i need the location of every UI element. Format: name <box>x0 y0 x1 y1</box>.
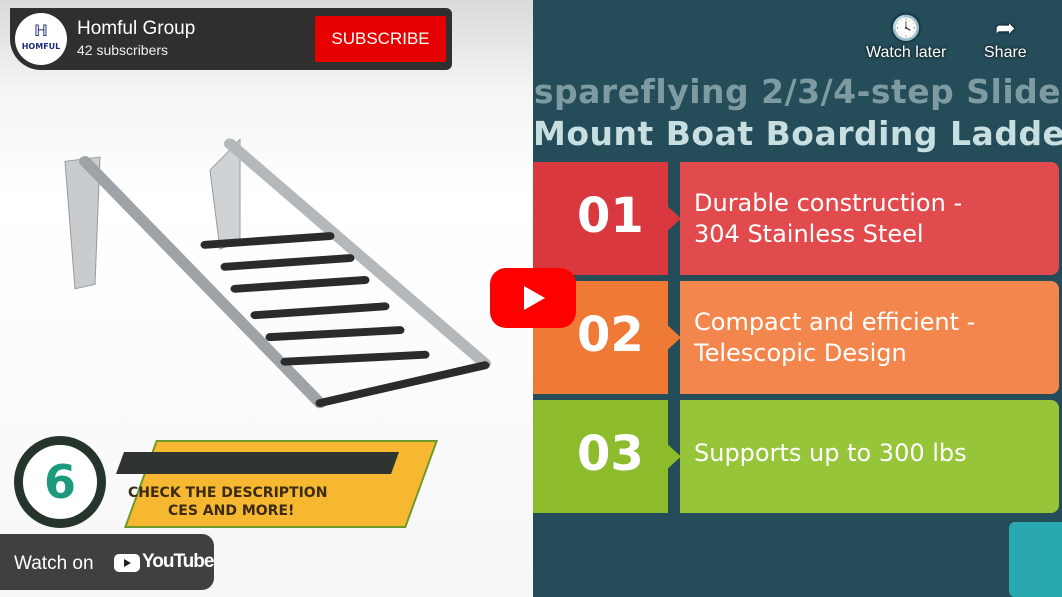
watch-on-label: Watch on <box>14 553 94 574</box>
watch-later-button[interactable]: 🕓 Watch later <box>866 14 946 62</box>
subscribe-button[interactable]: SUBSCRIBE <box>315 16 446 62</box>
feature-panel: Compact and efficient - Telescopic Design <box>680 281 1059 394</box>
channel-avatar[interactable]: ℍ HOMFUL <box>15 13 67 65</box>
watch-later-label: Watch later <box>866 44 947 61</box>
banner-text: CHECK THE DESCRIPTION CES AND MORE! <box>128 484 327 520</box>
thumbnail-right: spareflying 2/3/4-step Slide Mount Boat … <box>533 0 1062 597</box>
feature-row: 03 Supports up to 300 lbs <box>533 400 1059 513</box>
ladder-image <box>64 138 491 409</box>
feature-text: 304 Stainless Steel <box>694 220 924 248</box>
banner-line-2: CES AND MORE! <box>168 503 295 519</box>
feature-row: 01 Durable construction - 304 Stainless S… <box>533 162 1059 275</box>
clock-icon: 🕓 <box>891 15 922 42</box>
feature-text: Supports up to 300 lbs <box>694 439 967 467</box>
feature-text: Telescopic Design <box>694 339 907 367</box>
subscriber-count: 42 subscribers <box>77 42 169 58</box>
thumbnail-title-line-2: Mount Boat Boarding Ladder <box>533 114 1062 153</box>
feature-row: 02 Compact and efficient - Telescopic Des… <box>533 281 1059 394</box>
banner-stripe <box>115 452 400 474</box>
feature-number: 01 <box>577 188 644 244</box>
decorative-block <box>1009 522 1062 597</box>
share-icon: ➦ <box>995 15 1016 42</box>
feature-panel: Supports up to 300 lbs <box>680 400 1059 513</box>
thumbnail-title-line-1: spareflying 2/3/4-step Slide <box>533 72 1062 111</box>
feature-panel: Durable construction - 304 Stainless Stee… <box>680 162 1059 275</box>
thumbnail-left: CHECK THE DESCRIPTION CES AND MORE! 6 <box>0 0 533 597</box>
channel-name[interactable]: Homful Group <box>77 18 196 39</box>
feature-number-block: 01 <box>533 162 668 275</box>
banner-line-1: CHECK THE DESCRIPTION <box>128 485 328 501</box>
avatar-brand-text: HOMFUL <box>21 42 61 51</box>
feature-number: 02 <box>577 307 644 363</box>
share-button[interactable]: ➦ Share <box>984 14 1027 62</box>
youtube-logo-icon <box>114 554 140 572</box>
channel-header: ℍ HOMFUL Homful Group 42 subscribers SUB… <box>10 8 452 70</box>
play-icon <box>524 286 545 310</box>
feature-text: Compact and efficient - <box>694 308 976 336</box>
feature-number: 03 <box>577 426 644 482</box>
homful-logo-icon: ℍ <box>33 21 49 40</box>
feature-text: Durable construction - <box>694 189 963 217</box>
youtube-wordmark: YouTube <box>142 551 214 572</box>
rank-badge: 6 <box>14 436 106 528</box>
share-label: Share <box>984 44 1027 61</box>
watch-on-youtube-button[interactable]: Watch on YouTube <box>0 534 214 590</box>
play-button[interactable] <box>490 268 576 328</box>
